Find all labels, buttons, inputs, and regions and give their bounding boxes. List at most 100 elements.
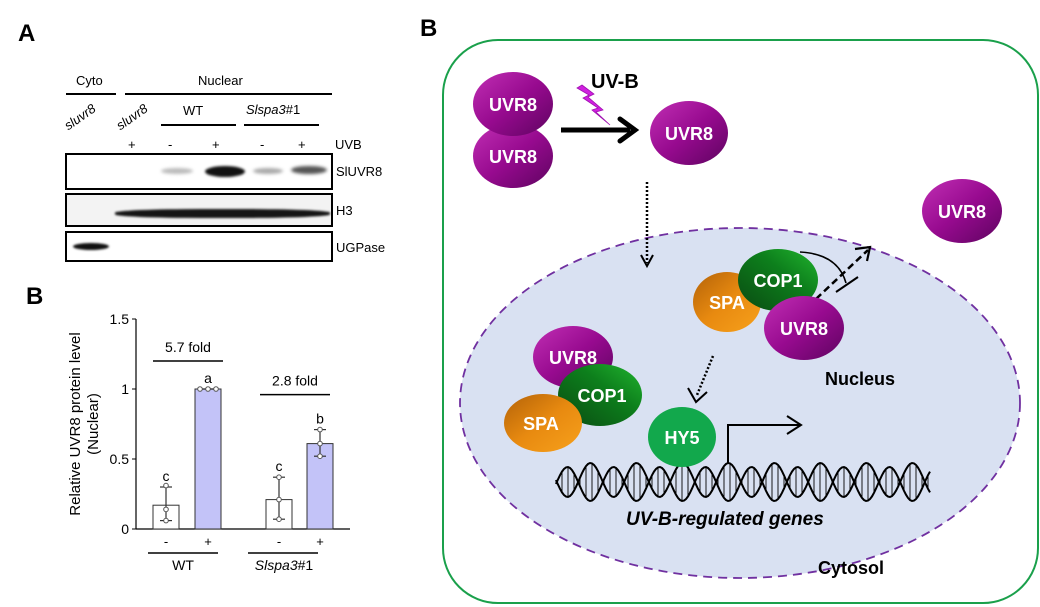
genes-label: UV-B-regulated genes [626, 509, 824, 530]
uvr8-dimer-top [473, 72, 553, 136]
spa-label: SPA [523, 414, 559, 434]
uvr8-exported [922, 179, 1002, 243]
significance-letter: c [276, 458, 283, 474]
group-label-nuclear: Nuclear [198, 73, 243, 88]
uvb-sign: + [204, 534, 212, 549]
spa-label: SPA [709, 293, 745, 313]
group-label-slspa3: Slspa3#1 [255, 557, 314, 573]
data-point [276, 474, 282, 480]
y-tick-label: 0 [121, 521, 129, 537]
wt-bracket [161, 124, 236, 126]
uvr8-label: UVR8 [489, 147, 537, 167]
uvr8-monomer [650, 101, 728, 165]
blot-sluvr8 [65, 153, 333, 190]
dna-strand [555, 461, 931, 499]
data-point [276, 516, 282, 522]
y-axis-label: Relative UVR8 protein level [67, 332, 84, 515]
dna-helix [555, 461, 931, 503]
genotype-suffix: #1 [285, 102, 301, 117]
uvb-sign: + [128, 137, 136, 152]
fold-label: 5.7 fold [165, 339, 211, 355]
band [115, 209, 330, 218]
uvb-sign: + [212, 137, 220, 152]
y-tick-label: 1 [121, 381, 129, 397]
uvb-sign: + [298, 137, 306, 152]
uvb-label: UVB [335, 137, 362, 152]
genotype-label-slspa3: Slspa3#1 [246, 102, 300, 117]
band [205, 166, 245, 177]
panel-b-diagram-letter: B [420, 15, 438, 42]
band [73, 243, 109, 250]
uvr8-label: UVR8 [780, 319, 828, 339]
group-label-wt: WT [172, 557, 194, 573]
uvb-sign: - [260, 137, 265, 152]
y-tick-label: 0.5 [110, 451, 130, 467]
slspa3-bracket [244, 124, 319, 126]
dna-strand [555, 465, 931, 503]
panel-b-letter: B [26, 283, 44, 310]
uvr8-label: UVR8 [549, 348, 597, 368]
transcription-arrowhead [786, 415, 803, 435]
nuclear-export-arrowhead [854, 245, 872, 262]
spa-complex-left [504, 394, 582, 452]
uvr8-dimer-bottom [473, 124, 553, 188]
data-point [163, 506, 169, 513]
activation-arrowhead [617, 116, 640, 144]
hy5-protein [648, 407, 716, 467]
bar [194, 388, 222, 530]
cop1-complex-left [558, 364, 642, 426]
significance-letter: b [316, 411, 324, 427]
significance-letter: c [163, 468, 170, 484]
data-point [317, 426, 323, 433]
significance-letter: a [204, 370, 212, 386]
uvr8-label: UVR8 [938, 202, 986, 222]
data-point [317, 453, 323, 459]
panel-a-letter: A [18, 20, 36, 47]
cop1-protein [738, 249, 818, 311]
blot-label-sluvr8: SlUVR8 [336, 164, 383, 179]
data-point [213, 386, 219, 392]
hy5-activation-arrow [695, 355, 715, 396]
band [161, 168, 193, 174]
group-label-cyto: Cyto [76, 73, 103, 88]
data-point [317, 440, 323, 447]
hy5-label: HY5 [664, 428, 699, 448]
transcription-start-arrow [727, 424, 800, 464]
uvb-sign: - [277, 534, 281, 549]
blot-h3 [65, 193, 333, 227]
y-tick-label: 1.5 [110, 311, 130, 327]
fold-label: 2.8 fold [272, 373, 318, 389]
uvb-sign: - [164, 534, 168, 549]
uvr8-label: UVR8 [665, 124, 713, 144]
data-point [276, 496, 282, 503]
blot-label-h3: H3 [336, 203, 353, 218]
data-point [163, 482, 169, 489]
y-axis-label-line2: (Nuclear) [85, 393, 102, 455]
band [291, 166, 327, 174]
nuclear-bracket [125, 93, 332, 95]
cyto-bracket [66, 93, 116, 95]
uvb-sign: - [168, 137, 173, 152]
genotype-name: Slspa3 [246, 102, 286, 117]
nuclear-import-arrowhead [640, 254, 654, 269]
hy5-activation-arrowhead [687, 387, 708, 404]
uvb-text: UV-B [591, 71, 639, 93]
blot-ugpase [65, 231, 333, 262]
data-point [205, 386, 211, 392]
cop1-label: COP1 [753, 271, 802, 291]
genotype-label-wt: WT [183, 103, 204, 118]
uvb-sign: + [316, 534, 324, 549]
inhibition-bar [835, 276, 859, 293]
uvr8-bound [764, 296, 844, 360]
inhibition-arc [799, 251, 847, 284]
nucleus-label: Nucleus [825, 369, 895, 389]
blot-label-ugpase: UGPase [336, 240, 386, 255]
data-point [197, 386, 203, 392]
cytosol-label: Cytosol [818, 558, 884, 578]
uvr8-label: UVR8 [489, 95, 537, 115]
band [253, 168, 283, 174]
cop1-label: COP1 [577, 386, 626, 406]
data-point [163, 517, 169, 524]
